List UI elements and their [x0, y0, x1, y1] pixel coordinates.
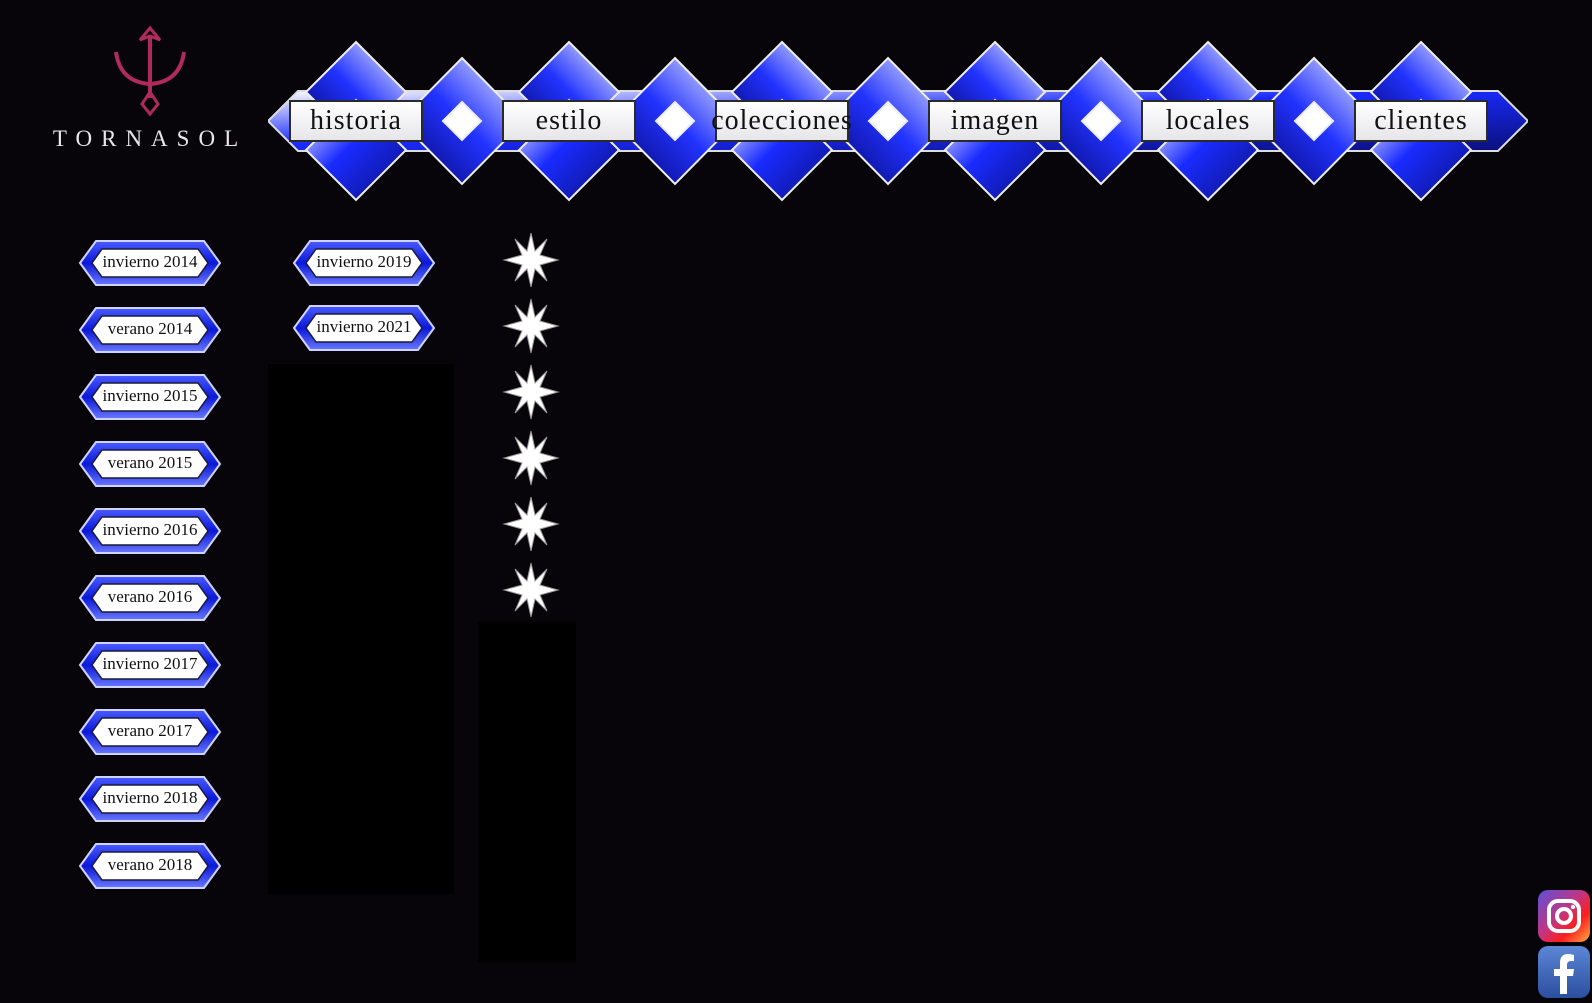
button-frame	[78, 374, 222, 420]
collection-button-c2-0[interactable]: invierno 2019	[292, 238, 436, 288]
button-frame	[78, 843, 222, 889]
collection-button-4[interactable]: invierno 2016	[78, 506, 222, 556]
star-icon	[502, 495, 560, 553]
brand-logo[interactable]: TORNASOL	[40, 22, 260, 162]
star-icon	[502, 429, 560, 487]
nav-tab-estilo[interactable]: estilo	[502, 100, 636, 142]
collection-button-9[interactable]: verano 2018	[78, 841, 222, 891]
main-nav: historia estilo colecciones imagen local…	[268, 36, 1528, 206]
button-frame	[292, 240, 436, 286]
collection-button-6[interactable]: invierno 2017	[78, 640, 222, 690]
collection-label: verano 2017	[107, 721, 193, 740]
anchor-logo-icon	[114, 25, 186, 117]
star-icon	[502, 363, 560, 421]
button-frame	[78, 709, 222, 755]
collection-label: invierno 2014	[102, 252, 198, 271]
collection-label: invierno 2015	[102, 386, 198, 405]
button-frame	[292, 305, 436, 351]
content-panel	[268, 364, 454, 894]
collection-label: verano 2015	[107, 453, 193, 472]
collection-button-0[interactable]: invierno 2014	[78, 238, 222, 288]
star-icon	[502, 561, 560, 619]
brand-name: TORNASOL	[52, 126, 248, 151]
collection-button-3[interactable]: verano 2015	[78, 439, 222, 489]
nav-tab-colecciones[interactable]: colecciones	[711, 100, 852, 142]
nav-tab-locales[interactable]: locales	[1141, 100, 1275, 142]
collection-label: invierno 2017	[102, 654, 198, 673]
collection-label: invierno 2021	[316, 317, 412, 336]
star-icon	[502, 231, 560, 289]
nav-tab-historia[interactable]: historia	[289, 100, 423, 142]
button-frame	[78, 575, 222, 621]
nav-ornament	[268, 40, 1528, 202]
nav-tab-clientes[interactable]: clientes	[1354, 100, 1488, 142]
facebook-icon[interactable]	[1538, 946, 1590, 998]
button-frame	[78, 508, 222, 554]
collection-button-7[interactable]: verano 2017	[78, 707, 222, 757]
content-panel-secondary	[478, 622, 576, 962]
instagram-icon[interactable]	[1538, 890, 1590, 942]
collection-label: invierno 2019	[316, 252, 412, 271]
nav-tab-imagen[interactable]: imagen	[928, 100, 1062, 142]
button-frame	[78, 240, 222, 286]
collection-label: verano 2016	[107, 587, 193, 606]
button-frame	[78, 776, 222, 822]
collection-button-c2-1[interactable]: invierno 2021	[292, 303, 436, 353]
collection-label: invierno 2018	[102, 788, 198, 807]
collection-label: invierno 2016	[102, 520, 198, 539]
button-frame	[78, 642, 222, 688]
star-icon	[502, 297, 560, 355]
collection-button-2[interactable]: invierno 2015	[78, 372, 222, 422]
collection-button-8[interactable]: invierno 2018	[78, 774, 222, 824]
collection-label: verano 2018	[107, 855, 193, 874]
button-frame	[78, 307, 222, 353]
collection-label: verano 2014	[107, 319, 193, 338]
collection-button-5[interactable]: verano 2016	[78, 573, 222, 623]
button-frame	[78, 441, 222, 487]
collection-button-1[interactable]: verano 2014	[78, 305, 222, 355]
